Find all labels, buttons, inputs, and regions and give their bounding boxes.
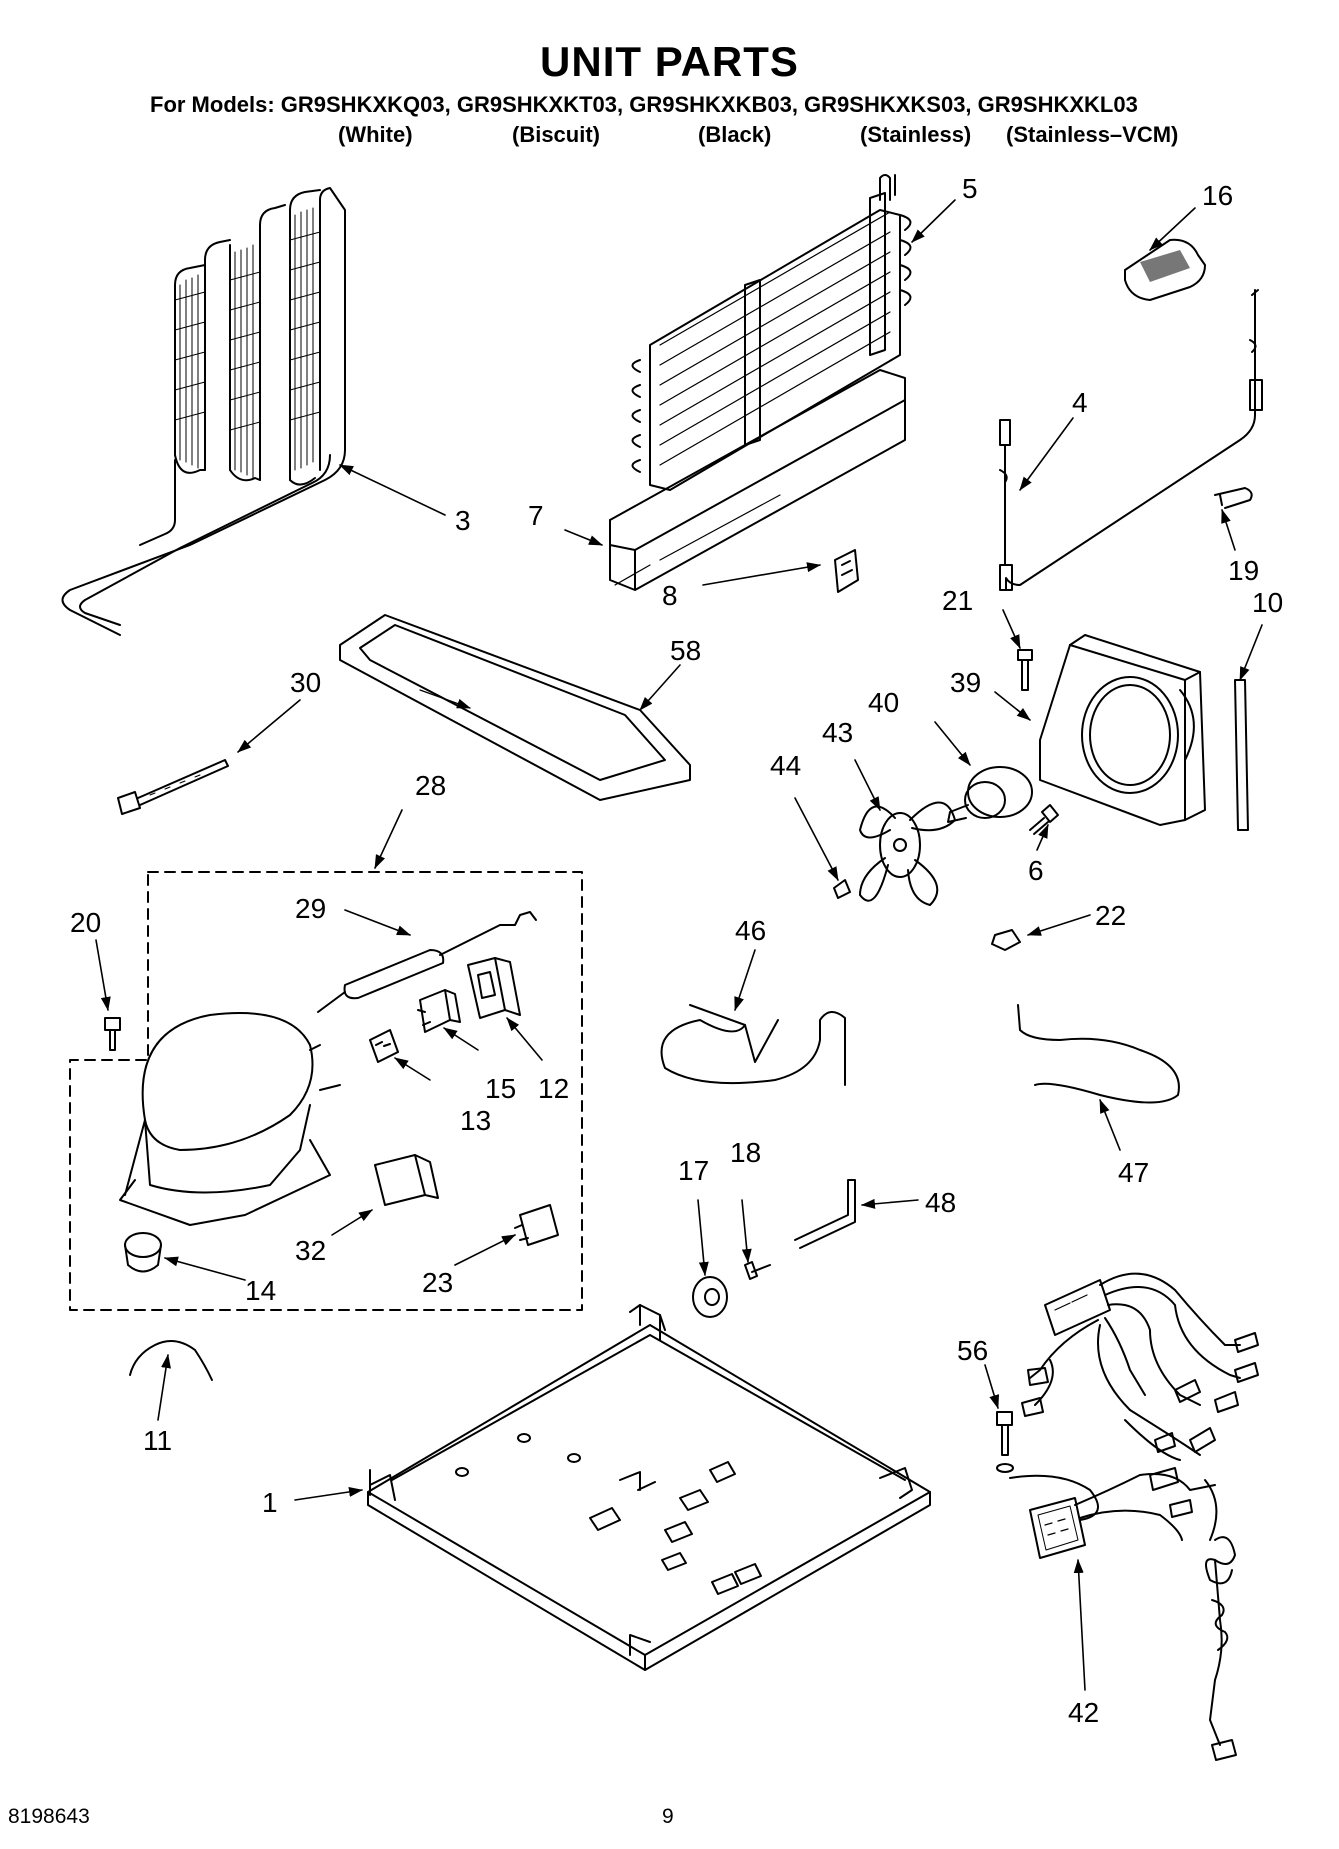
thermistor-harness bbox=[999, 289, 1263, 591]
callout-46: 46 bbox=[735, 915, 766, 946]
screw-21 bbox=[1017, 649, 1033, 691]
callout-12: 12 bbox=[538, 1073, 569, 1104]
callout-29: 29 bbox=[295, 893, 326, 924]
callout-42: 42 bbox=[1068, 1697, 1099, 1728]
callout-numbers: 5 16 4 3 7 8 19 21 10 58 30 39 40 43 44 … bbox=[70, 173, 1283, 1728]
finish-white: (White) bbox=[338, 122, 413, 147]
callout-43: 43 bbox=[822, 717, 853, 748]
finish-black: (Black) bbox=[698, 122, 772, 147]
callout-47: 47 bbox=[1118, 1157, 1149, 1188]
callout-4: 4 bbox=[1072, 387, 1088, 418]
screw-20 bbox=[104, 1017, 121, 1051]
leader-lines bbox=[95, 199, 1263, 1691]
drain-tube bbox=[794, 1179, 856, 1249]
main-wire-harness bbox=[1009, 1272, 1259, 1761]
wire-clip bbox=[1214, 487, 1253, 509]
callout-3: 3 bbox=[455, 505, 471, 536]
gasket-strip bbox=[1234, 679, 1249, 831]
callout-22: 22 bbox=[1095, 900, 1126, 931]
callout-56: 56 bbox=[957, 1335, 988, 1366]
finish-stainless: (Stainless) bbox=[860, 122, 972, 147]
roller bbox=[692, 1276, 728, 1318]
finish-biscuit: (Biscuit) bbox=[512, 122, 600, 147]
mounting-bracket bbox=[834, 549, 859, 593]
page-title: UNIT PARTS bbox=[540, 38, 799, 85]
nut-22 bbox=[991, 929, 1021, 951]
drain-pan bbox=[339, 614, 691, 801]
callout-5: 5 bbox=[962, 173, 978, 204]
evaporator-fan-motor bbox=[947, 766, 1033, 823]
screw-56 bbox=[996, 1411, 1014, 1473]
base-plate bbox=[367, 1304, 931, 1671]
callout-44: 44 bbox=[770, 750, 801, 781]
overload-protector bbox=[417, 989, 461, 1033]
callout-13: 13 bbox=[460, 1105, 491, 1136]
callout-20: 20 bbox=[70, 907, 101, 938]
document-number: 8198643 bbox=[8, 1805, 90, 1828]
callout-7: 7 bbox=[528, 500, 544, 531]
callout-28: 28 bbox=[415, 770, 446, 801]
compressor bbox=[119, 1012, 341, 1226]
compressor-grommet bbox=[124, 1232, 162, 1273]
callout-10: 10 bbox=[1252, 587, 1283, 618]
drier bbox=[317, 911, 537, 1013]
callout-23: 23 bbox=[422, 1267, 453, 1298]
finish-stainless-vcm: (Stainless–VCM) bbox=[1006, 122, 1179, 147]
fan-shroud bbox=[1039, 634, 1206, 826]
thermistor-cover bbox=[1124, 238, 1206, 301]
blade-retainer bbox=[833, 879, 851, 899]
callout-32: 32 bbox=[295, 1235, 326, 1266]
callout-19: 19 bbox=[1228, 555, 1259, 586]
callout-58: 58 bbox=[670, 635, 701, 666]
callout-14: 14 bbox=[245, 1275, 276, 1306]
callout-40: 40 bbox=[868, 687, 899, 718]
capillary-tube bbox=[1017, 1004, 1180, 1104]
callout-16: 16 bbox=[1202, 180, 1233, 211]
roller-axle bbox=[744, 1261, 771, 1280]
start-relay bbox=[467, 957, 521, 1019]
evaporator-assembly bbox=[609, 174, 912, 591]
fan-blade bbox=[859, 801, 956, 906]
spring-clip bbox=[129, 1340, 213, 1381]
run-capacitor bbox=[374, 1154, 439, 1206]
model-list: For Models: GR9SHKXKQ03, GR9SHKXKT03, GR… bbox=[150, 92, 1138, 117]
compressor-kit-boundary bbox=[69, 871, 583, 1311]
screw-6 bbox=[1029, 804, 1059, 835]
callout-30: 30 bbox=[290, 667, 321, 698]
callout-1: 1 bbox=[262, 1487, 278, 1518]
page-number: 9 bbox=[662, 1805, 674, 1828]
callout-17: 17 bbox=[678, 1155, 709, 1186]
condenser-coil bbox=[61, 187, 346, 636]
callout-6: 6 bbox=[1028, 855, 1044, 886]
wire-tie bbox=[117, 759, 229, 815]
callout-15: 15 bbox=[485, 1073, 516, 1104]
water-tube bbox=[660, 1004, 846, 1086]
callout-18: 18 bbox=[730, 1137, 761, 1168]
compressor-connector bbox=[514, 1204, 559, 1246]
terminal-cover bbox=[369, 1029, 399, 1063]
callout-48: 48 bbox=[925, 1187, 956, 1218]
callout-8: 8 bbox=[662, 580, 678, 611]
callout-11: 11 bbox=[143, 1425, 172, 1456]
callout-21: 21 bbox=[942, 585, 973, 616]
callout-39: 39 bbox=[950, 667, 981, 698]
